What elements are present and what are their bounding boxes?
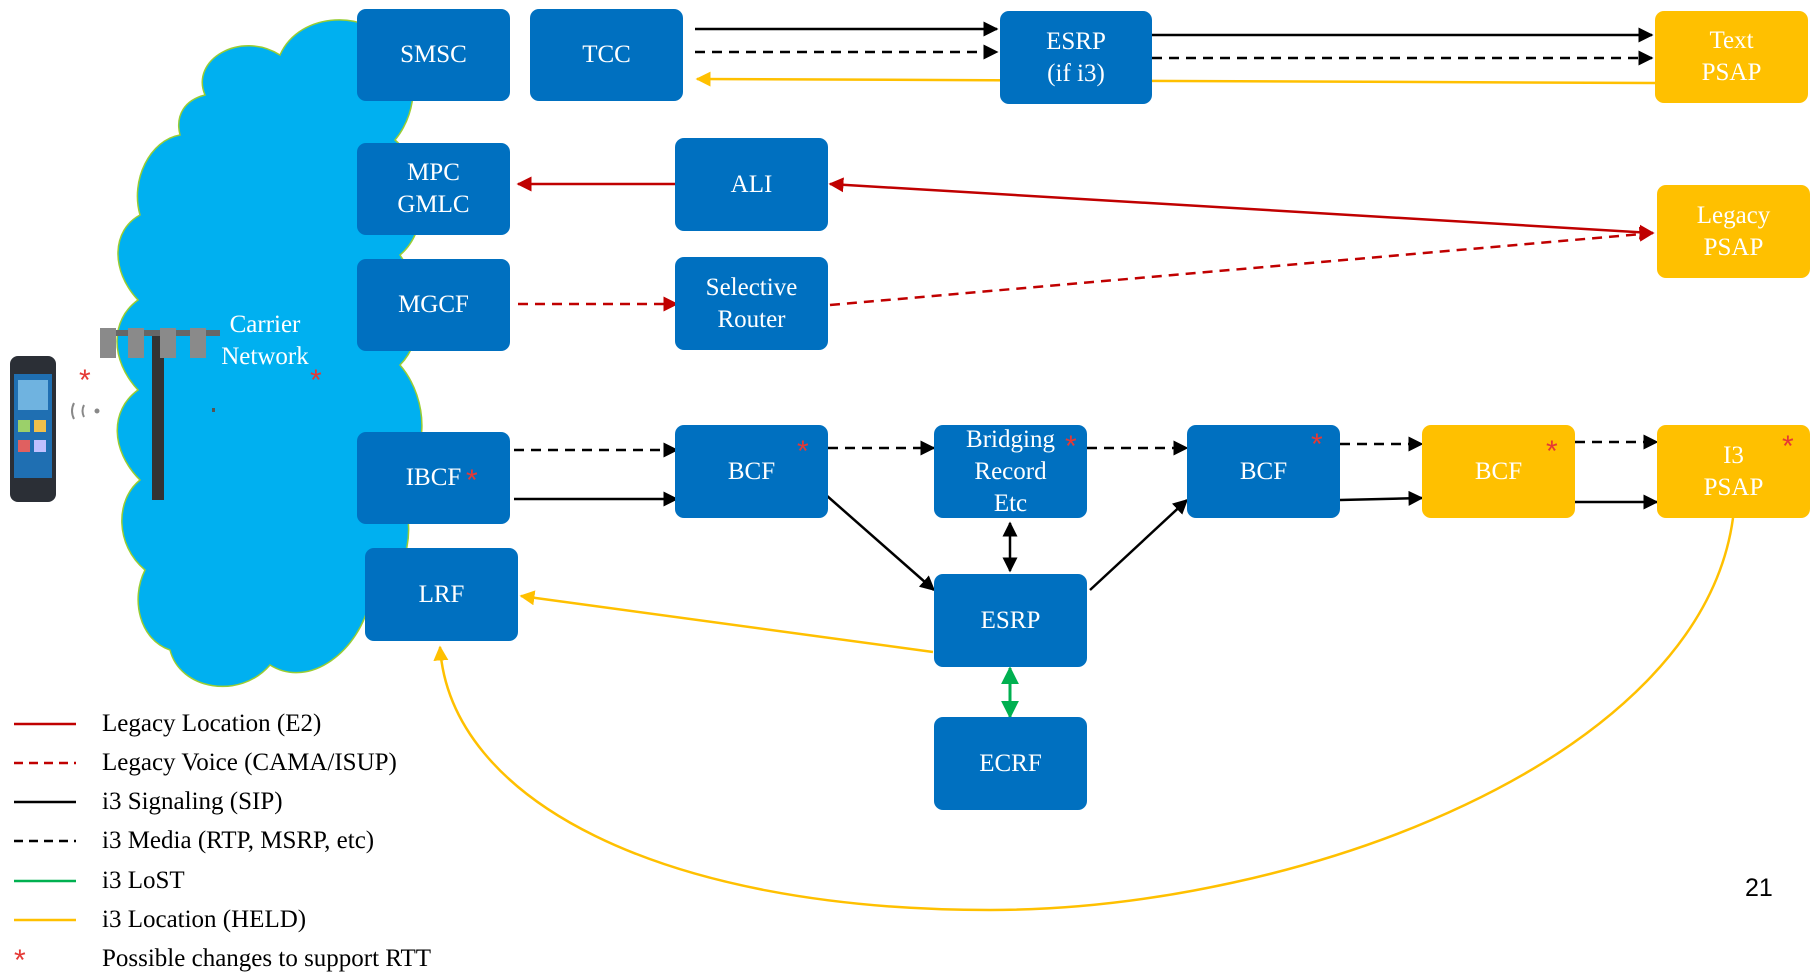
legend-label: i3 Signaling (SIP) — [102, 788, 283, 815]
legend-key-red-dashed — [14, 756, 76, 770]
smsc-label: SMSC — [400, 41, 467, 68]
legend-label: i3 Location (HELD) — [102, 906, 307, 933]
i3-psap-label: I3 PSAP — [1703, 441, 1764, 501]
mgcf-node[interactable]: MGCF — [357, 259, 510, 351]
mpc-gmlc-node[interactable]: MPC GMLC — [357, 143, 510, 235]
legend-label: Legacy Location (E2) — [102, 710, 322, 737]
legend-label: Legacy Voice (CAMA/ISUP) — [102, 749, 397, 776]
legend-item-legacy-voice: Legacy Voice (CAMA/ISUP) — [14, 744, 397, 782]
legend-item-i3-location: i3 Location (HELD) — [14, 901, 306, 939]
bcf-1-label: BCF — [727, 457, 776, 485]
legend-label: i3 Media (RTP, MSRP, etc) — [102, 827, 375, 854]
esrp-to-bcf2-signal — [1089, 498, 1189, 591]
bcf-node-1[interactable]: BCF — [675, 425, 828, 518]
legacy-psap-label: Legacy PSAP — [1696, 201, 1771, 261]
rtt-asterisk-bcf-1: * — [797, 435, 809, 468]
tcc-label: TCC — [582, 41, 631, 68]
carrier-network-label: Carrier Network — [221, 311, 309, 370]
bcf-2-label: BCF — [1239, 457, 1288, 485]
bridging-record-label: Bridging Record Etc — [966, 425, 1055, 517]
legend-item-rtt-changes: * Possible changes to support RTT — [14, 940, 431, 978]
legend-key-green-solid — [14, 874, 76, 888]
esrp-if-i3-node[interactable]: ESRP (if i3) — [1000, 11, 1152, 104]
rtt-asterisk-carrier: * — [310, 364, 322, 397]
i3-psap-node[interactable]: I3 PSAP — [1657, 425, 1810, 518]
smsc-node[interactable]: SMSC — [357, 9, 510, 101]
esrp-node[interactable]: ESRP — [934, 574, 1087, 667]
legend-asterisk-icon: * — [14, 944, 26, 977]
signal-waves-icon — [71, 402, 100, 420]
mpc-gmlc-label: MPC GMLC — [397, 159, 470, 218]
cell-tower-icon — [100, 328, 220, 500]
rtt-asterisk-ibcf: * — [466, 464, 478, 497]
ecrf-label: ECRF — [979, 749, 1042, 777]
lrf-label: LRF — [418, 580, 465, 608]
legend-key-black-dashed — [14, 834, 76, 848]
text-psap-to-tcc-location — [695, 71, 1656, 87]
bcf2-to-bcf3-signal — [1339, 490, 1424, 506]
rtt-asterisk-bridging: * — [1065, 430, 1077, 463]
i3-psap-to-lrf-location — [433, 517, 1735, 912]
bridging-record-node[interactable]: Bridging Record Etc — [934, 425, 1087, 518]
legend-key-black-solid — [14, 795, 76, 809]
legend-item-legacy-location: Legacy Location (E2) — [14, 705, 321, 743]
bcf-node-3[interactable]: BCF — [1422, 425, 1575, 518]
rtt-asterisk-bcf-3: * — [1546, 435, 1558, 468]
selective-router-node[interactable]: Selective Router — [675, 257, 828, 350]
mobile-phone-icon — [10, 356, 56, 502]
esrp-label: ESRP — [980, 606, 1041, 634]
bcf-node-2[interactable]: BCF — [1187, 425, 1340, 518]
ibcf-node[interactable]: IBCF — [357, 432, 510, 524]
bcf-3-label: BCF — [1474, 457, 1523, 485]
rtt-asterisk-phone: * — [79, 364, 91, 397]
ali-label: ALI — [730, 170, 773, 198]
legend-label: Possible changes to support RTT — [102, 945, 432, 972]
legend-item-i3-signaling: i3 Signaling (SIP) — [14, 783, 283, 821]
legend-key-asterisk: * — [14, 946, 76, 976]
bcf-to-esrp-signal — [825, 494, 936, 591]
legend-key-gold-solid — [14, 913, 76, 927]
tcc-node[interactable]: TCC — [530, 9, 683, 101]
legend-label: i3 LoST — [102, 867, 185, 894]
text-psap-node[interactable]: Text PSAP — [1655, 11, 1808, 103]
rtt-asterisk-bcf-2: * — [1311, 428, 1323, 461]
legacy-psap-ali-location — [828, 177, 1655, 240]
mgcf-label: MGCF — [398, 291, 469, 318]
legend-item-i3-media: i3 Media (RTP, MSRP, etc) — [14, 822, 374, 860]
esrp-if-i3-label: ESRP (if i3) — [1046, 27, 1106, 87]
ecrf-node[interactable]: ECRF — [934, 717, 1087, 810]
router-to-legacy-psap-voice — [829, 226, 1655, 307]
legend-item-i3-lost: i3 LoST — [14, 862, 185, 900]
legend-key-red-solid — [14, 717, 76, 731]
esrp-to-lrf-location — [519, 590, 934, 654]
page-number: 21 — [1745, 874, 1773, 902]
legacy-psap-node[interactable]: Legacy PSAP — [1657, 185, 1810, 278]
ali-node[interactable]: ALI — [675, 138, 828, 231]
selective-router-label: Selective Router — [705, 273, 798, 333]
text-psap-label: Text PSAP — [1701, 27, 1762, 86]
rtt-asterisk-i3-psap: * — [1782, 430, 1794, 463]
lrf-node[interactable]: LRF — [365, 548, 518, 641]
ibcf-label: IBCF — [405, 464, 462, 491]
